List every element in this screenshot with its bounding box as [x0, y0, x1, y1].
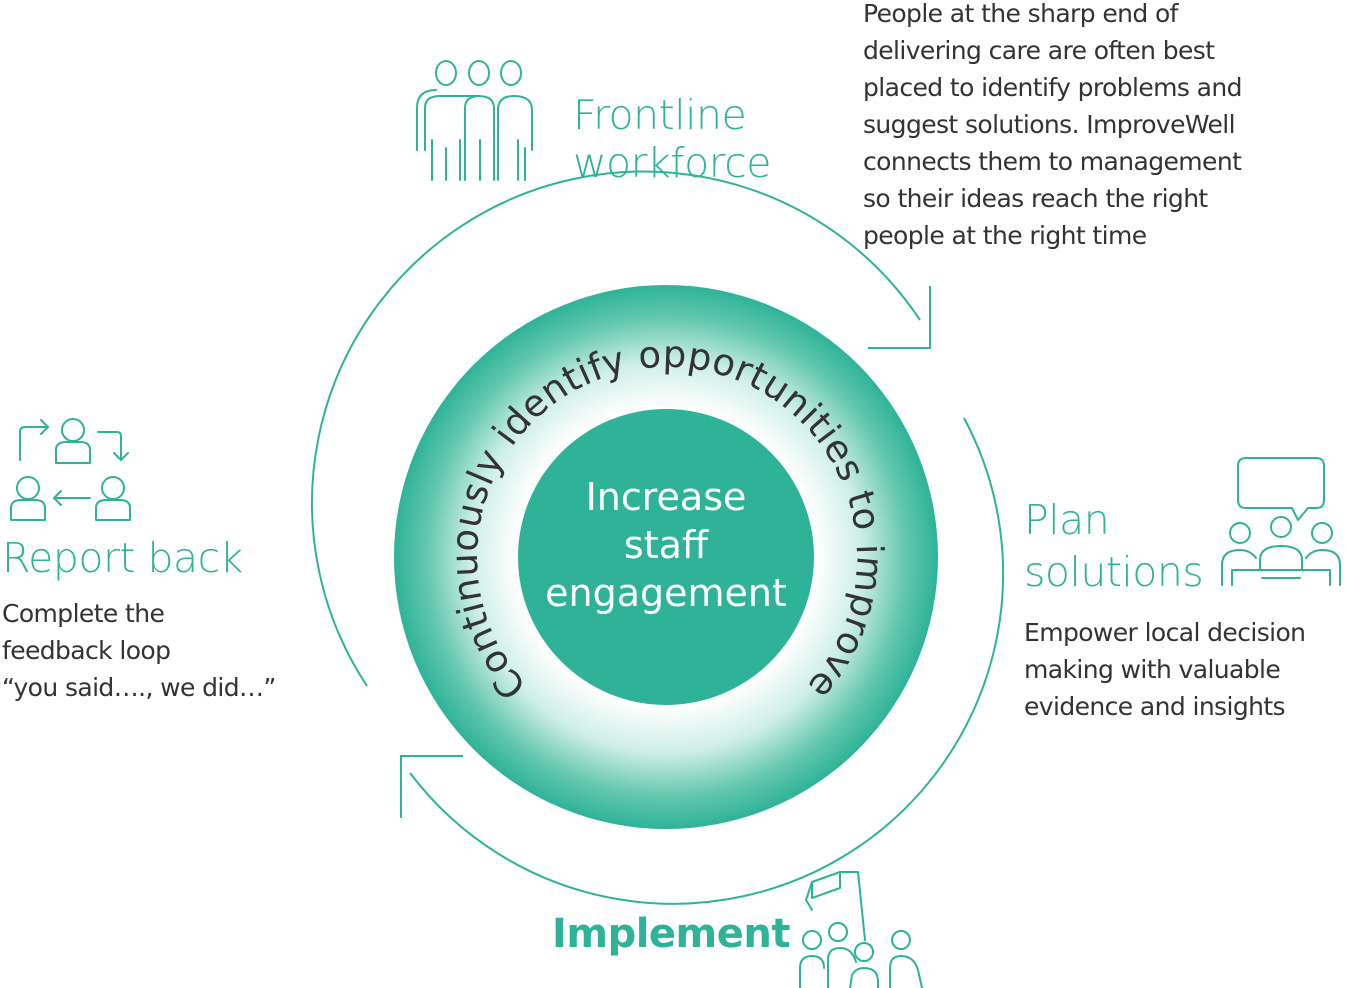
frontline-desc-line: delivering care are often best — [863, 36, 1215, 65]
frontline-title: Frontline workforce — [573, 91, 771, 187]
people-group-icon — [416, 60, 533, 181]
frontline-desc-line: connects them to management — [863, 147, 1242, 176]
cycle-arc-right — [409, 417, 1005, 905]
report-desc-line: feedback loop — [2, 636, 171, 665]
frontline-description: People at the sharp end of delivering ca… — [863, 0, 1242, 254]
center-line-3: engagement — [545, 571, 787, 615]
plan-description: Empower local decision making with valua… — [1024, 614, 1306, 725]
center-line-2: staff — [624, 523, 709, 567]
frontline-desc-line: People at the sharp end of — [863, 0, 1178, 28]
report-title: Report back — [2, 534, 243, 582]
flag-team-icon — [799, 871, 923, 988]
plan-title-line-1: Plan — [1024, 496, 1110, 544]
plan-desc-line: Empower local decision — [1024, 618, 1306, 647]
plan-desc-line: evidence and insights — [1024, 692, 1286, 721]
center-line-1: Increase — [586, 475, 747, 519]
frontline-title-line-2: workforce — [573, 139, 771, 187]
report-description: Complete the feedback loop “you said…., … — [2, 595, 276, 706]
inner-circle — [518, 409, 814, 705]
report-desc-line: “you said…., we did…” — [2, 673, 276, 702]
cycle-arrowhead-bottom — [400, 755, 463, 818]
feedback-loop-icon — [10, 418, 131, 521]
frontline-desc-line: so their ideas reach the right — [863, 184, 1208, 213]
frontline-desc-line: people at the right time — [863, 221, 1147, 250]
plan-title-line-2: solutions — [1024, 548, 1204, 596]
frontline-title-line-1: Frontline — [573, 91, 747, 139]
cycle-arc-top — [310, 170, 921, 687]
plan-desc-line: making with valuable — [1024, 655, 1281, 684]
frontline-desc-line: suggest solutions. ImproveWell — [863, 110, 1236, 139]
report-desc-line: Complete the — [2, 599, 165, 628]
meeting-speech-icon — [1221, 457, 1341, 586]
frontline-desc-line: placed to identify problems and — [863, 73, 1242, 102]
implement-title: Implement — [552, 911, 790, 957]
plan-title: Plan solutions — [1024, 494, 1204, 598]
cycle-arrowhead-top — [868, 286, 931, 349]
